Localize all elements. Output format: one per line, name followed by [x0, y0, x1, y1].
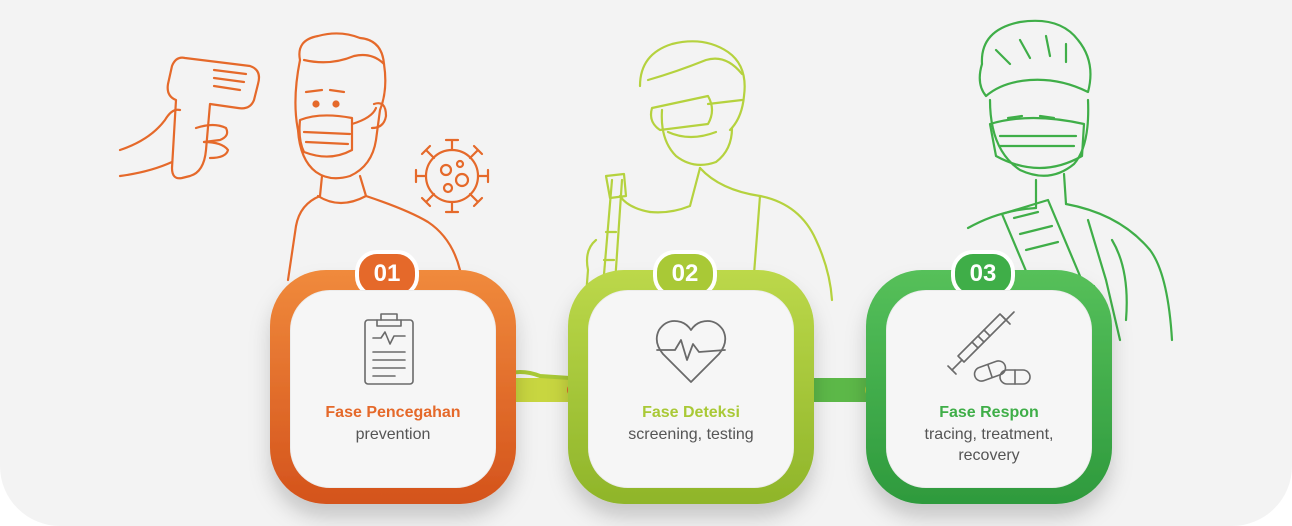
step-3-title: Fase Respon — [939, 404, 1039, 421]
step-1-number: 01 — [373, 260, 401, 287]
step-2-number: 02 — [671, 260, 699, 287]
step-1-title: Fase Pencegahan — [325, 404, 461, 421]
prevention-illustration — [118, 32, 490, 282]
heartbeat-icon — [655, 320, 727, 383]
step-3-subtitle-line2: recovery — [958, 447, 1020, 464]
step-2-title: Fase Deteksi — [642, 404, 740, 421]
clipboard-icon — [364, 313, 414, 385]
step-2-card: Fase Deteksi screening, testing — [588, 290, 794, 488]
step-3-card: Fase Respon tracing, treatment, recovery — [886, 290, 1092, 488]
step-2-subtitle: screening, testing — [628, 426, 754, 443]
step-1-card: Fase Pencegahan prevention — [290, 290, 496, 488]
syringe-pills-icon — [947, 311, 1031, 385]
step-3-subtitle-line1: tracing, treatment, — [924, 426, 1054, 443]
step-1-subtitle: prevention — [355, 426, 431, 443]
step-3-number: 03 — [969, 260, 997, 287]
response-illustration — [966, 19, 1174, 342]
